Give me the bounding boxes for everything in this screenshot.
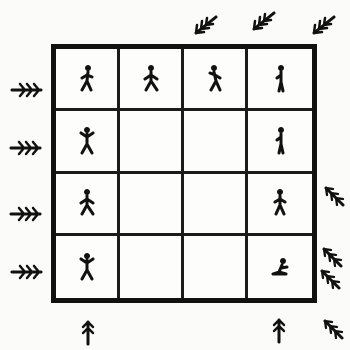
board — [51, 44, 317, 303]
board-cell[interactable] — [184, 49, 248, 111]
figure-walking-right-icon — [200, 62, 230, 96]
figure-standing-thin-icon — [265, 124, 295, 158]
right-arrow-icon — [322, 318, 346, 342]
figure-standing-thin-icon — [265, 62, 295, 96]
left-arrow-icon — [9, 139, 43, 157]
board-cell[interactable] — [184, 111, 248, 173]
board-cell[interactable] — [120, 174, 184, 236]
bottom-arrow-icon — [270, 316, 288, 344]
figure-walking-icon — [136, 62, 166, 96]
board-cell[interactable] — [120, 49, 184, 111]
board-cell[interactable] — [184, 236, 248, 298]
board-cell[interactable] — [248, 111, 312, 173]
board-cell[interactable] — [56, 174, 120, 236]
figure-arms-raised-icon — [72, 250, 102, 284]
bottom-arrow-icon — [79, 318, 97, 346]
left-arrow-icon — [9, 205, 43, 223]
board-cell[interactable] — [184, 174, 248, 236]
board-cell[interactable] — [120, 236, 184, 298]
figure-standing-wide-icon — [265, 186, 295, 220]
top-right-arrow-icon — [189, 14, 219, 38]
board-cell[interactable] — [248, 49, 312, 111]
right-arrow-icon — [319, 268, 343, 292]
figure-arms-raised-icon — [72, 124, 102, 158]
top-right-arrow-icon — [307, 14, 337, 38]
right-arrow-icon — [323, 185, 347, 209]
board-cell[interactable] — [248, 174, 312, 236]
figure-crouching-icon — [265, 250, 295, 284]
figure-walking-left-icon — [72, 62, 102, 96]
board-cell[interactable] — [56, 236, 120, 298]
board-cell[interactable] — [56, 49, 120, 111]
board-grid — [56, 49, 312, 298]
board-cell[interactable] — [248, 236, 312, 298]
top-right-arrow-icon — [247, 10, 277, 34]
board-cell[interactable] — [56, 111, 120, 173]
left-arrow-icon — [10, 263, 44, 281]
left-arrow-icon — [10, 81, 44, 99]
right-arrow-icon — [321, 246, 345, 270]
figure-walking-icon — [72, 186, 102, 220]
board-cell[interactable] — [120, 111, 184, 173]
